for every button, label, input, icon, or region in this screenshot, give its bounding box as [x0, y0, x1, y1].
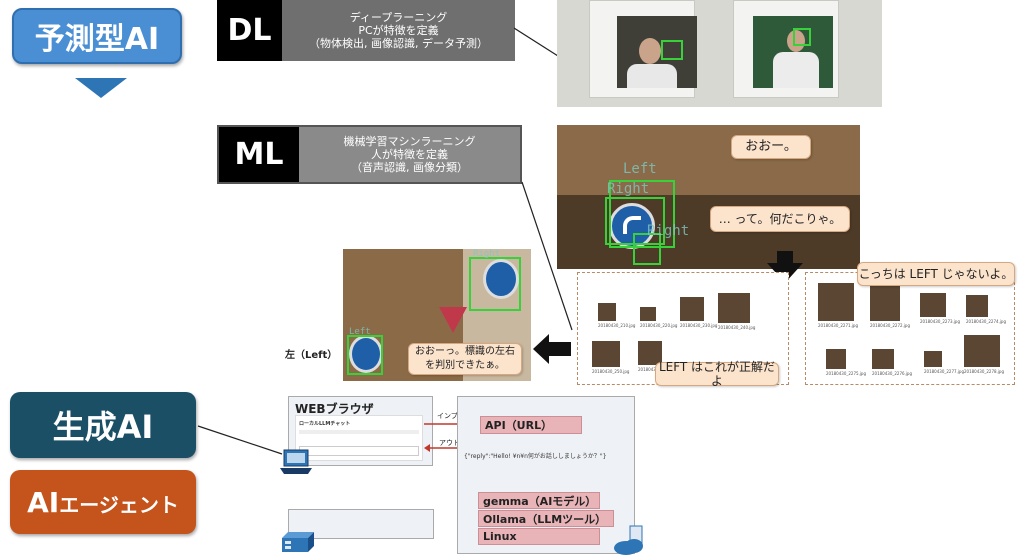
linux-box: Linux [478, 528, 600, 545]
speech-bubble-hanbetsu: おおーっ。標識の左右 を判別できたぁ。 [408, 343, 522, 375]
right-sign-icon [483, 259, 519, 299]
down-arrow-icon [767, 251, 803, 283]
speech-bubble-nandakorya: … って。何だこりゃ。 [710, 206, 850, 232]
ollama-box: Ollama（LLMツール） [478, 510, 614, 527]
not-left-sign-panel: 20180430_2271.jpg 20180430_2272.jpg 2018… [805, 272, 1015, 385]
dl-line1: ディープラーニング [349, 11, 448, 24]
ml-line1: 機械学習マシンラーニング [343, 135, 476, 148]
speech-bubble-ooo: おおー。 [731, 135, 811, 159]
detect-box-right2 [633, 233, 661, 265]
left-label: 左（Left） [285, 350, 338, 361]
dl-line3: （物体検出, 画像認識, データ予測） [309, 37, 488, 50]
hanbetsu-line2: を判別できたぁ。 [425, 360, 505, 371]
photo-person-2 [753, 16, 833, 88]
browser-title: WEBブラウザ [295, 402, 374, 416]
face-detect-box [661, 40, 683, 60]
cloud-server-icon [614, 525, 643, 555]
ml-line3: （音声認識, 画像分類） [351, 161, 468, 174]
dl-letter: DL [217, 0, 282, 61]
api-reply-text: {"reply":"Hello! ¥n¥n何がお話ししましょうか？"} [464, 453, 607, 460]
face-detect-box [793, 28, 811, 46]
left-arrow-icon [533, 334, 571, 364]
dl-description: ディープラーニング PCが特徴を定義 （物体検出, 画像認識, データ予測） [282, 0, 515, 61]
hanbetsu-line1: おおーっ。標識の左右 [415, 346, 515, 357]
generative-ai-button[interactable]: 生成AI [10, 392, 196, 458]
dl-line2: PCが特徴を定義 [358, 24, 439, 37]
detect-box-left [347, 335, 383, 375]
ml-description: 機械学習マシンラーニング 人が特徴を定義 （音声認識, 画像分類） [299, 127, 520, 182]
ml-line2: 人が特徴を定義 [371, 148, 448, 161]
ai-agent-label-main: AI [27, 485, 60, 519]
browser-inner-title: ローカルLLMチャット [299, 421, 351, 427]
ai-agent-label-small: エージェント [59, 492, 179, 517]
connector-line [197, 425, 283, 455]
browser-content: ローカルLLMチャット [295, 415, 423, 461]
stop-sign-icon [439, 307, 467, 333]
speech-bubble-left-correct: LEFT はこれが正解だよ [655, 360, 779, 388]
ocr-left-text: Left [623, 161, 657, 177]
ocr-left-text: Left [349, 327, 371, 337]
photo-person-1 [617, 16, 697, 88]
dl-header: DL ディープラーニング PCが特徴を定義 （物体検出, 画像認識, データ予測… [217, 0, 515, 61]
ai-agent-label: AIエージェント [27, 486, 179, 519]
server-rack-icon [282, 532, 314, 552]
ml-letter: ML [219, 127, 299, 182]
speech-bubble-kocchi: こっちは LEFT じゃないよ。 [857, 262, 1015, 286]
detect-box-right [605, 197, 665, 245]
detect-box-right [469, 257, 521, 311]
down-triangle-icon [75, 78, 127, 98]
dl-connector-line [514, 27, 559, 57]
detect-box-left [609, 180, 675, 248]
ocr-right-text: Right [607, 181, 650, 197]
ai-agent-button[interactable]: AIエージェント [10, 470, 196, 534]
sign-detection-photo: Left Right Right [557, 125, 860, 269]
generative-ai-label: 生成AI [52, 408, 154, 446]
api-url-box: API（URL） [480, 416, 582, 434]
predictive-ai-button[interactable]: 予測型AI [12, 8, 182, 64]
predictive-ai-label: 予測型AI [34, 22, 160, 57]
ocr-right-text: Right [473, 249, 501, 259]
laptop-icon [280, 449, 312, 474]
face-detection-photo [557, 0, 882, 107]
web-browser-panel: WEBブラウザ ローカルLLMチャット [288, 396, 433, 466]
input-label: インプット [437, 412, 472, 420]
gemma-box: gemma（AIモデル） [478, 492, 600, 509]
ocr-right-text-2: Right [647, 223, 690, 239]
ml-header: ML 機械学習マシンラーニング 人が特徴を定義 （音声認識, 画像分類） [217, 125, 522, 184]
ml-connector-line [521, 181, 573, 331]
